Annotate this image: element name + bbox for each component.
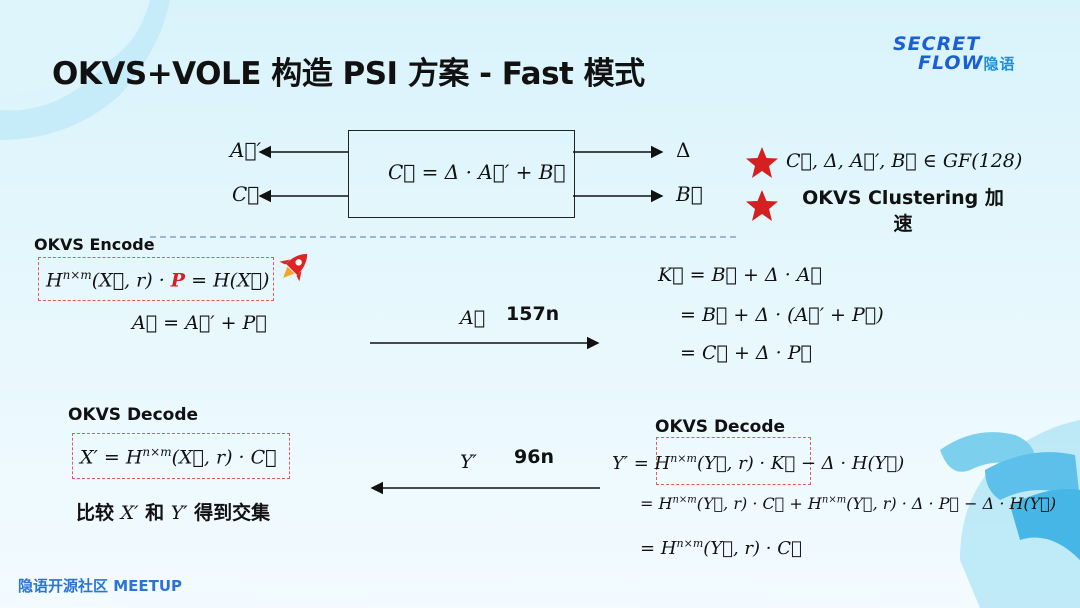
encode-suffix: = H(X⃗) (185, 269, 269, 291)
decode-right-l1-b: (Y⃗, r) · K⃗ (697, 453, 795, 474)
compare-text: 比较 X′ 和 Y′ 得到交集 (76, 498, 270, 525)
box-left-output-c: C⃗ (232, 182, 259, 206)
decode-left-eq-a: X′ = H (80, 446, 142, 468)
encode-mid: (X⃗, r) · (92, 269, 171, 291)
decode-right-line1: Y′ = Hn×m(Y⃗, r) · K⃗ − Δ · H(Y⃗) (612, 452, 904, 474)
encode-equation: Hn×m(X⃗, r) · P = H(X⃗) (46, 268, 269, 291)
msg-a-size: 157n (506, 303, 559, 325)
box-right-output-delta: Δ (676, 138, 690, 162)
decode-right-l2-sup1: n×m (672, 495, 696, 506)
msg-y-size: 96n (514, 446, 554, 468)
decode-right-l2-a: = H (640, 494, 672, 513)
footer-community: 隐语开源社区 MEETUP (18, 575, 182, 596)
box-left-output-a: A⃗′ (230, 138, 261, 162)
okvs-encode-label: OKVS Encode (34, 235, 155, 254)
encode-p-vector: P (171, 269, 185, 291)
decode-right-l1-h: H (655, 453, 671, 474)
compare-c: 得到交集 (188, 502, 271, 524)
compare-b: 和 (138, 502, 170, 524)
decode-left-sup: n×m (142, 445, 171, 459)
rocket-icon (270, 246, 316, 290)
k-derivation-line1: K⃗ = B⃗ + Δ · A⃗ (658, 264, 822, 286)
k-derivation-line2: = B⃗ + Δ · (A⃗′ + P⃗) (680, 304, 884, 326)
compare-x: X′ (121, 502, 139, 524)
note-okvs-clustering: OKVS Clustering 加速 (794, 185, 1012, 237)
k-derivation-line3: = C⃗ + Δ · P⃗ (680, 342, 812, 364)
decode-right-l2-c: (Y⃗, r) · Δ · P⃗ − Δ · H(Y⃗) (846, 494, 1056, 513)
decode-right-line2: = Hn×m(Y⃗, r) · C⃗ + Hn×m(Y⃗, r) · Δ · P… (640, 494, 1056, 513)
decode-right-l3-sup: n×m (677, 537, 704, 550)
decode-right-l2-b: (Y⃗, r) · C⃗ + H (697, 494, 822, 513)
msg-y-symbol: Y′ (460, 451, 477, 473)
decode-right-line3: = Hn×m(Y⃗, r) · C⃗ (640, 537, 802, 559)
star-icon (744, 188, 780, 224)
okvs-decode-right-label: OKVS Decode (655, 417, 785, 437)
decode-right-l3-a: = H (640, 538, 677, 559)
star-icon (744, 145, 780, 181)
decode-right-l1-a: Y′ = (612, 453, 655, 474)
decode-left-equation: X′ = Hn×m(X⃗, r) · C⃗ (80, 445, 277, 468)
encode-a-equation: A⃗ = A⃗′ + P⃗ (132, 312, 267, 334)
msg-a-symbol: A⃗ (460, 307, 485, 329)
decode-right-l3-b: (Y⃗, r) · C⃗ (703, 538, 802, 559)
encode-sup: n×m (63, 268, 92, 282)
decode-right-l1-c: − Δ · H(Y⃗) (795, 453, 904, 474)
encode-h: H (46, 269, 63, 291)
decode-right-l1-sup: n×m (670, 452, 697, 465)
okvs-decode-left-label: OKVS Decode (68, 405, 198, 425)
decode-left-eq-b: (X⃗, r) · C⃗ (172, 446, 277, 468)
compare-y: Y′ (171, 502, 188, 524)
note-gf128: C⃗, Δ, A⃗′, B⃗ ∈ GF(128) (786, 150, 1022, 172)
box-right-output-b: B⃗ (676, 182, 703, 206)
decode-right-l2-sup2: n×m (822, 495, 846, 506)
compare-a: 比较 (76, 502, 121, 524)
